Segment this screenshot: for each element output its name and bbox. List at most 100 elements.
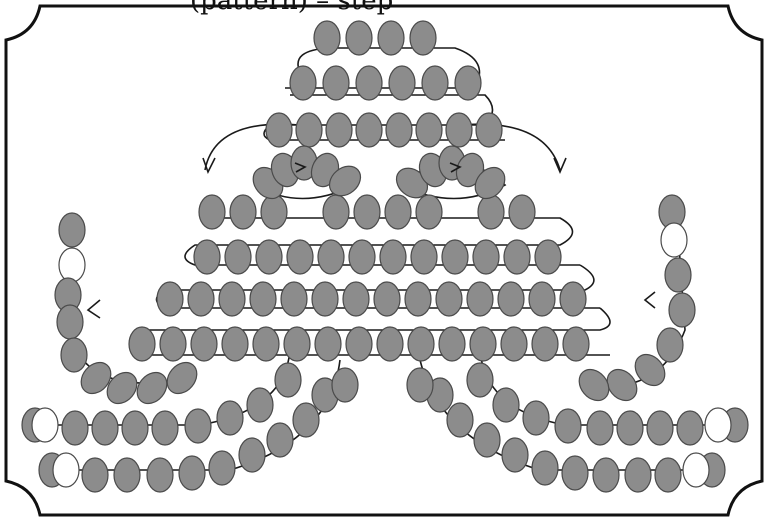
bead: [386, 113, 412, 147]
bead: [532, 327, 558, 361]
bead: [160, 327, 186, 361]
bead: [647, 411, 673, 445]
bead: [59, 213, 85, 247]
bead: [147, 458, 173, 492]
bead: [343, 282, 369, 316]
bead: [476, 113, 502, 147]
bead: [275, 363, 301, 397]
bead: [535, 240, 561, 274]
bead: [323, 195, 349, 229]
bead: [436, 282, 462, 316]
bead: [266, 113, 292, 147]
bead: [532, 451, 558, 485]
bead: [416, 113, 442, 147]
bead: [509, 195, 535, 229]
bead: [422, 66, 448, 100]
bead: [677, 411, 703, 445]
bead: [250, 282, 276, 316]
bead: [467, 363, 493, 397]
bead: [82, 458, 108, 492]
bead: [669, 293, 695, 327]
bead: [239, 438, 265, 472]
bead: [185, 409, 211, 443]
bead: [290, 66, 316, 100]
bead: [555, 409, 581, 443]
bead: [326, 113, 352, 147]
bead: [665, 258, 691, 292]
bead: [188, 282, 214, 316]
bead: [315, 327, 341, 361]
bead: [455, 66, 481, 100]
bead: [217, 401, 243, 435]
bead: [332, 368, 358, 402]
bead: [314, 21, 340, 55]
bead: [467, 282, 493, 316]
bead: [230, 195, 256, 229]
bead: [446, 113, 472, 147]
open-bead-icon: [53, 453, 79, 487]
bead: [498, 282, 524, 316]
bead: [293, 403, 319, 437]
bead: [407, 368, 433, 402]
bead: [131, 367, 173, 410]
bead: [474, 423, 500, 457]
bead: [194, 240, 220, 274]
bead: [405, 282, 431, 316]
bead: [281, 282, 307, 316]
bead: [219, 282, 245, 316]
bead: [261, 195, 287, 229]
thread-arrow-icon: [88, 300, 100, 318]
bead: [356, 66, 382, 100]
bead: [161, 357, 203, 400]
bead: [267, 423, 293, 457]
bead: [657, 328, 683, 362]
bead: [493, 388, 519, 422]
open-bead-icon: [32, 408, 58, 442]
bead: [179, 456, 205, 490]
bead: [222, 327, 248, 361]
bead: [209, 451, 235, 485]
bead: [122, 411, 148, 445]
open-bead-icon: [59, 248, 85, 282]
bead: [502, 438, 528, 472]
bead: [356, 113, 382, 147]
bead: [247, 388, 273, 422]
bead: [346, 327, 372, 361]
bead: [593, 458, 619, 492]
bead: [439, 327, 465, 361]
bead: [416, 195, 442, 229]
bead: [470, 327, 496, 361]
bead: [655, 458, 681, 492]
bead: [312, 282, 338, 316]
bead: [573, 364, 615, 407]
bead: [408, 327, 434, 361]
bead: [501, 327, 527, 361]
bead: [296, 113, 322, 147]
open-bead-icon: [683, 453, 709, 487]
bead: [287, 240, 313, 274]
bead: [114, 458, 140, 492]
bead: [323, 66, 349, 100]
bead: [617, 411, 643, 445]
bead: [318, 240, 344, 274]
bead: [354, 195, 380, 229]
bead: [157, 282, 183, 316]
bead: [560, 282, 586, 316]
bead: [256, 240, 282, 274]
bead: [411, 240, 437, 274]
bead: [410, 21, 436, 55]
bead: [504, 240, 530, 274]
bead: [380, 240, 406, 274]
bead: [385, 195, 411, 229]
bead: [253, 327, 279, 361]
bead: [129, 327, 155, 361]
bead: [92, 411, 118, 445]
open-bead-icon: [661, 223, 687, 257]
bead: [523, 401, 549, 435]
bead: [62, 411, 88, 445]
bead: [349, 240, 375, 274]
bead: [346, 21, 372, 55]
bead: [152, 411, 178, 445]
bead: [378, 21, 404, 55]
